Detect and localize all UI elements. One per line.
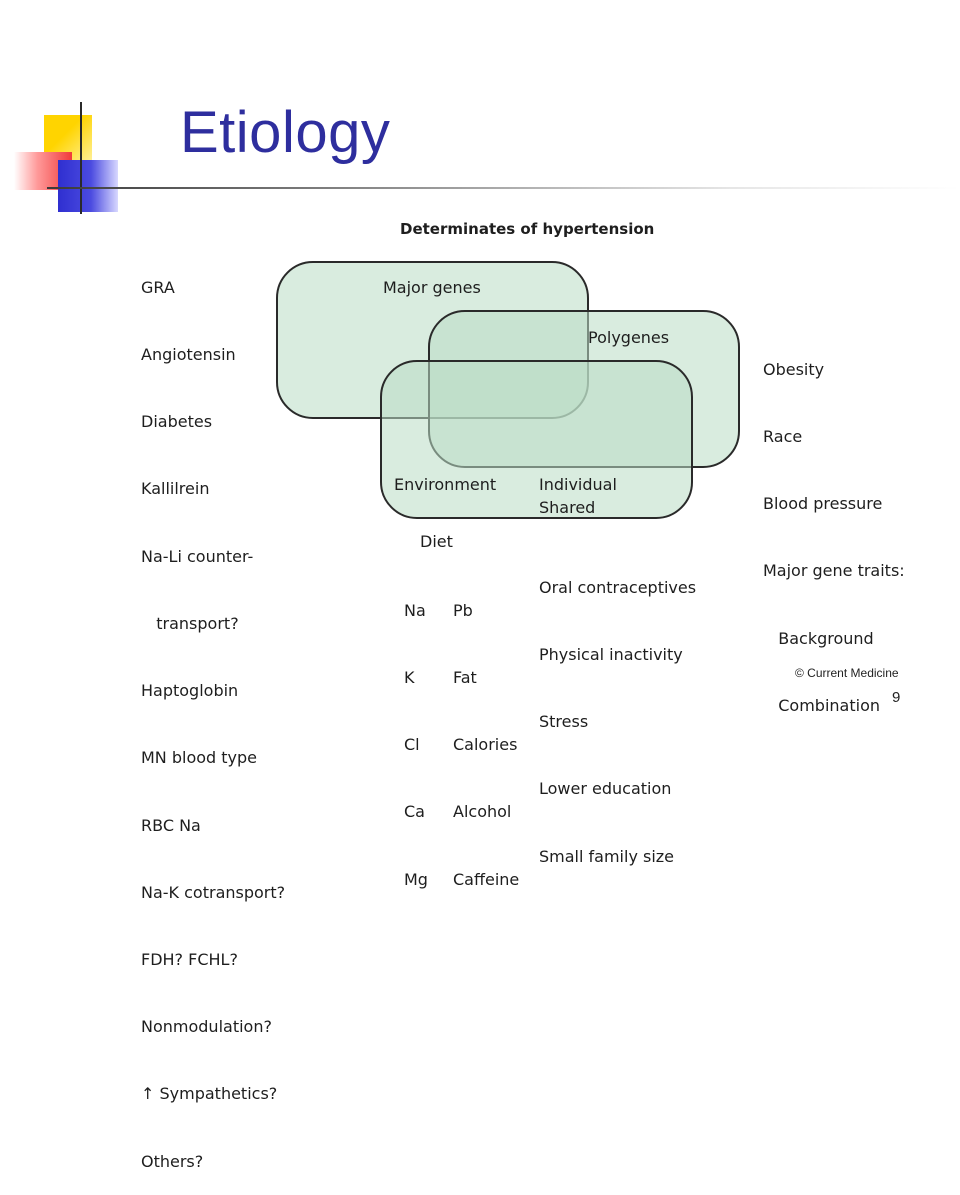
list-item: Kallilrein <box>141 479 210 499</box>
list-item: MN blood type <box>141 748 258 768</box>
list-item: Calories <box>453 735 518 755</box>
slide-title: Etiology <box>180 100 391 165</box>
environment-label: Environment <box>394 475 496 494</box>
figure-title: Determinates of hypertension <box>400 220 655 238</box>
list-item: Physical inactivity <box>539 645 683 665</box>
list-item: Haptoglobin <box>141 681 239 701</box>
list-item: Race <box>763 427 803 447</box>
list-item: Mg <box>404 869 428 889</box>
list-item: Blood pressure <box>763 494 883 514</box>
list-item: Ca <box>404 802 425 822</box>
list-item: Cl <box>404 735 420 755</box>
list-item: Diabetes <box>141 412 213 432</box>
environment-list: Oral contraceptives Physical inactivity … <box>539 532 696 891</box>
list-item: Others? <box>141 1151 204 1171</box>
list-item: Caffeine <box>453 869 520 889</box>
list-item: Fat <box>453 668 477 688</box>
logo-vertical-line <box>80 102 82 214</box>
list-item: transport? <box>141 613 239 633</box>
venn-diagram: Major genes Polygenes Environment Indivi… <box>276 261 740 519</box>
diet-list-col1: Na K Cl Ca Mg <box>404 555 428 914</box>
list-item: Combination <box>763 695 880 715</box>
list-item: RBC Na <box>141 815 201 835</box>
figure-credit: © Current Medicine <box>795 666 899 680</box>
list-item: FDH? FCHL? <box>141 950 238 969</box>
list-item: Pb <box>453 600 473 620</box>
list-item: Alcohol <box>453 802 512 822</box>
shared-label: Shared <box>539 498 595 517</box>
polygenes-list: Obesity Race Blood pressure Major gene t… <box>763 314 905 740</box>
polygenes-label: Polygenes <box>588 328 669 347</box>
list-item: Na-K cotransport? <box>141 882 286 902</box>
page-number: 9 <box>892 689 901 706</box>
list-item: Na <box>404 600 426 620</box>
list-item: Small family size <box>539 846 675 866</box>
list-item: GRA <box>141 277 175 297</box>
list-item: Obesity <box>763 359 825 379</box>
list-item: Oral contraceptives <box>539 577 697 597</box>
major-genes-label: Major genes <box>383 278 481 297</box>
list-item: K <box>404 668 415 688</box>
environment-set <box>380 360 693 519</box>
list-item: Major gene traits: <box>763 561 905 581</box>
title-underline <box>47 187 960 189</box>
list-item: ↑ Sympathetics? <box>141 1084 278 1104</box>
list-item: Lower education <box>539 779 672 799</box>
list-item: Background <box>763 628 874 648</box>
list-item: Nonmodulation? <box>141 1017 272 1037</box>
individual-label: Individual <box>539 475 617 494</box>
major-genes-list: GRA Angiotensin Diabetes Kallilrein Na-L… <box>141 232 285 1195</box>
diet-heading: Diet <box>420 532 453 551</box>
logo-blue-square <box>58 160 118 212</box>
diet-list-col2: Pb Fat Calories Alcohol Caffeine <box>453 555 519 914</box>
list-item: Na-Li counter- <box>141 546 254 566</box>
list-item: Stress <box>539 712 589 732</box>
list-item: Angiotensin <box>141 345 236 365</box>
